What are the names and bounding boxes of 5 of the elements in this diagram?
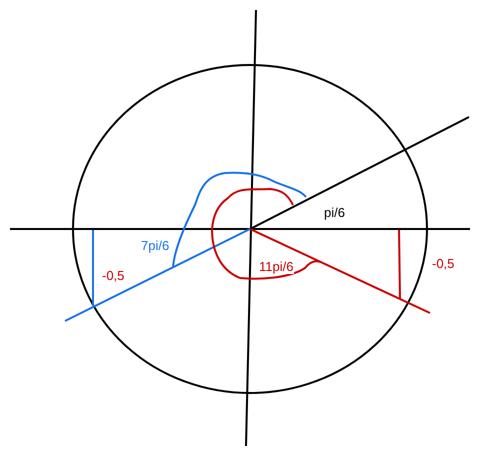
value-label: -0,5	[431, 256, 456, 271]
angle-label: 7pi/6	[140, 238, 170, 253]
angle-label: pi/6	[323, 205, 346, 220]
angle-label: 11pi/6	[258, 259, 294, 274]
value-label: -0,5	[101, 268, 126, 283]
